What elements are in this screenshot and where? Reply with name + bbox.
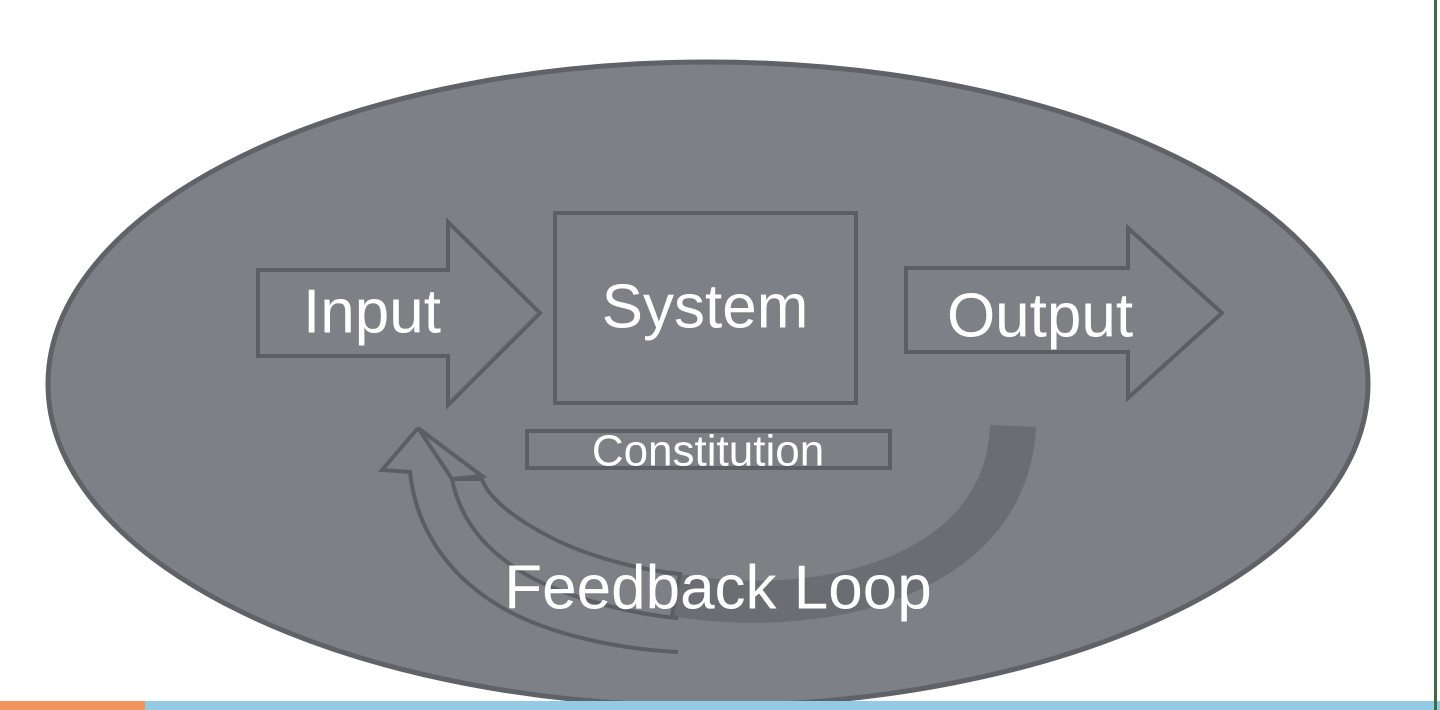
node-output[interactable]: Output xyxy=(904,223,1225,403)
system-box-shape xyxy=(553,211,858,405)
system-label: System xyxy=(602,272,809,341)
input-label: Input xyxy=(303,277,441,346)
node-system[interactable]: System xyxy=(553,211,858,405)
node-constitution[interactable]: Constitution xyxy=(525,427,892,476)
node-input[interactable]: Input xyxy=(256,217,543,410)
feedback-arrow-shape xyxy=(416,426,683,620)
connector-feedback[interactable]: Feedback Loop xyxy=(377,426,932,654)
feedback-label: Feedback Loop xyxy=(504,553,931,622)
right-edge-rule xyxy=(1434,0,1437,710)
constitution-box-shape xyxy=(525,429,892,470)
constitution-label: Constitution xyxy=(592,427,824,476)
orange-progress-segment xyxy=(0,701,145,710)
input-arrow-shape xyxy=(256,217,543,410)
output-label: Output xyxy=(947,281,1133,350)
blue-progress-segment xyxy=(145,701,1440,710)
output-arrow-shape xyxy=(904,223,1225,403)
feedback-arrow-outline-left xyxy=(377,426,679,654)
feedback-band-fill xyxy=(672,425,1036,623)
